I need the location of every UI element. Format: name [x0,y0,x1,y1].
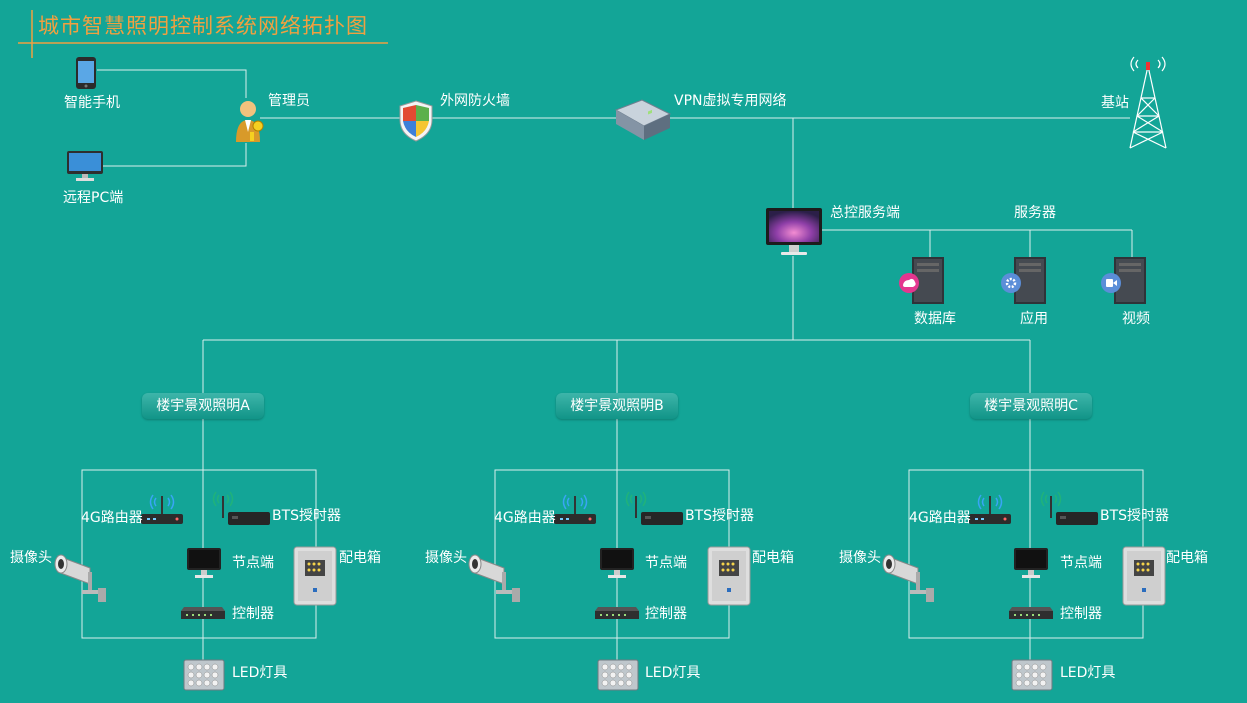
bts-icon [625,491,683,525]
firewall-icon [399,100,433,142]
server-icon [1001,257,1046,304]
bts-icon [212,491,270,525]
controller-label: 控制器 [645,606,687,622]
bts-icon [1040,491,1098,525]
admin-label: 管理员 [268,93,310,109]
zone-label-b[interactable]: 楼宇景观照明B [556,393,678,419]
controller-icon [1009,607,1053,619]
led-icon [597,659,639,691]
router-label: 4G路由器 [909,510,971,526]
phone-icon [76,57,96,89]
router-icon [141,494,183,524]
base-station-label: 基站 [1101,95,1129,111]
phone-label: 智能手机 [64,95,120,111]
node-label: 节点端 [645,555,687,571]
application-label: 应用 [1020,311,1048,327]
server-icon [1101,257,1146,304]
node-monitor-icon [1014,548,1048,578]
firewall-label: 外网防火墙 [440,93,510,109]
controller-label: 控制器 [232,606,274,622]
camera-label: 摄像头 [839,550,881,566]
led-label: LED灯具 [232,665,288,681]
box-label: 配电箱 [1166,550,1208,566]
box-icon [1122,546,1166,606]
remote-pc-label: 远程PC端 [63,190,124,206]
led-label: LED灯具 [1060,665,1116,681]
pc-icon [67,151,103,181]
router-label: 4G路由器 [494,510,556,526]
video-label: 视频 [1122,311,1150,327]
controller-icon [181,607,225,619]
camera-label: 摄像头 [10,550,52,566]
master-server-label: 总控服务端 [830,205,900,221]
box-icon [707,546,751,606]
vpn-label: VPN虚拟专用网络 [674,93,787,109]
node-monitor-icon [187,548,221,578]
bts-label: BTS授时器 [1100,508,1170,524]
vpn-switch-icon [614,99,672,140]
node-label: 节点端 [1060,555,1102,571]
box-icon [293,546,337,606]
page-title: 城市智慧照明控制系统网络拓扑图 [38,14,368,38]
box-label: 配电箱 [339,550,381,566]
database-label: 数据库 [914,311,956,327]
router-icon [969,494,1011,524]
camera-icon [54,554,106,602]
tower-icon [1129,56,1167,149]
controller-icon [595,607,639,619]
camera-label: 摄像头 [425,550,467,566]
server-icon [899,257,944,304]
camera-icon [882,554,934,602]
node-monitor-icon [600,548,634,578]
led-label: LED灯具 [645,665,701,681]
bts-label: BTS授时器 [272,508,342,524]
led-icon [1011,659,1053,691]
node-label: 节点端 [232,555,274,571]
router-icon [554,494,596,524]
admin-icon [236,101,264,142]
zone-label-c[interactable]: 楼宇景观照明C [970,393,1092,419]
servers-label: 服务器 [1014,205,1056,221]
led-icon [183,659,225,691]
router-label: 4G路由器 [81,510,143,526]
controller-label: 控制器 [1060,606,1102,622]
camera-icon [468,554,520,602]
bts-label: BTS授时器 [685,508,755,524]
zone-label-a[interactable]: 楼宇景观照明A [142,393,264,419]
box-label: 配电箱 [752,550,794,566]
monitor-icon [766,208,822,255]
